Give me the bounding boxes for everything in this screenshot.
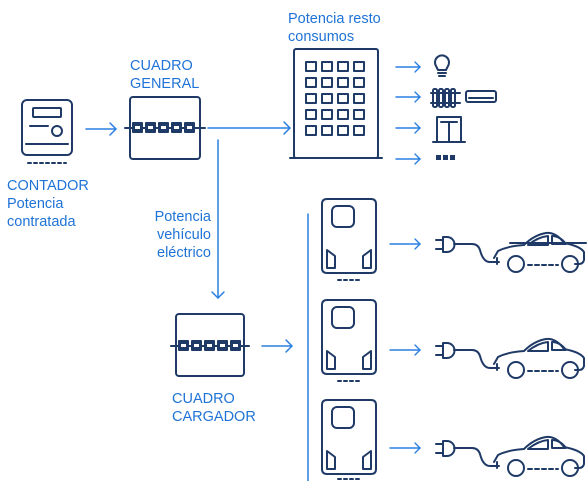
potencia-vehiculo-label: Potencia vehículo eléctrico [146,208,211,262]
charging-cable [459,243,500,263]
distribution-board-icon [124,96,206,160]
potencia-resto-line-2: consumos [288,29,355,45]
charger-output-arrows [389,238,421,454]
contador-label: CONTADOR Potencia contratada [7,177,89,231]
cuadro-cargador-line-1: CUADRO [172,391,235,407]
elevator-icon [432,116,466,143]
arrow-charger-board-to-bus [261,339,293,353]
cuadro-cargador-line-2: CARGADOR [172,409,256,425]
plug-icon [435,440,461,457]
breaker-row [132,122,195,133]
potencia-vehiculo-line-2: vehículo [156,227,211,243]
electric-meter-icon [21,99,73,164]
cuadro-general-line-2: GENERAL [130,76,200,92]
building-output-arrows [395,61,421,165]
building-icon [289,48,383,159]
contador-line-2: Potencia [7,196,64,212]
charging-cable [459,447,500,467]
ev-charger-icon [321,198,377,281]
car-icon [493,435,585,477]
cuadro-cargador-label: CUADRO CARGADOR [172,390,256,426]
potencia-vehiculo-line-3: eléctrico [157,245,211,261]
arrow-board-to-building [207,121,291,135]
building-windows [305,61,365,136]
plug-icon [435,236,461,253]
potencia-resto-label: Potencia resto consumos [288,10,381,46]
contador-title: CONTADOR [7,178,89,194]
charging-cable [459,349,500,369]
potencia-vehiculo-line-1: Potencia [154,209,211,225]
arrow-meter-to-board [85,122,117,136]
cuadro-general-label: CUADRO GENERAL [130,57,199,93]
light-bulb-icon [434,54,450,77]
plug-icon [435,342,461,359]
air-conditioner-icon [465,90,497,103]
arrow-board-to-charger-board [211,139,225,299]
car-icon [493,231,587,273]
contador-line-3: contratada [7,214,76,230]
ev-charger-icon [321,399,377,480]
car-icon [493,337,585,379]
cuadro-general-line-1: CUADRO [130,58,193,74]
other-consumers-icon [436,155,455,160]
charger-board-icon [170,313,250,377]
radiator-icon [430,88,461,108]
potencia-resto-line-1: Potencia resto [288,11,381,27]
ev-charger-icon [321,299,377,382]
